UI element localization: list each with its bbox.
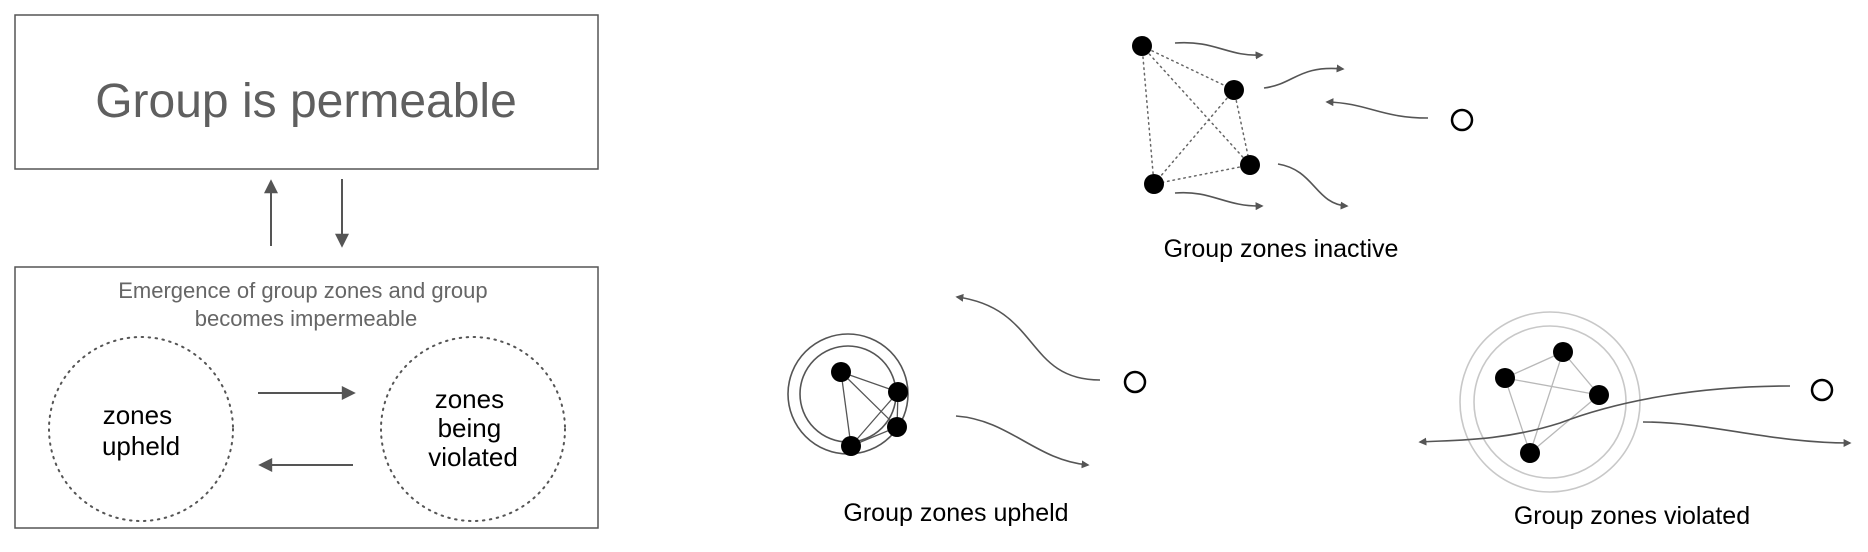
zones-upheld-label: zones upheld — [102, 400, 180, 461]
node — [887, 417, 907, 437]
caption-upheld: Group zones upheld — [843, 499, 1068, 527]
outsider-node — [1123, 370, 1147, 394]
trajectory-arrow — [1174, 41, 1264, 60]
outsider-node — [1810, 378, 1834, 402]
zones-violated-circle — [380, 336, 566, 522]
node — [1132, 36, 1152, 56]
trajectory-arrow — [1642, 421, 1852, 447]
bottom-box-subtitle: Emergence of group zones and group becom… — [118, 278, 493, 331]
scene-upheld: Group zones upheld — [787, 293, 1147, 527]
top-box: Group is permeable — [14, 14, 599, 170]
node — [1553, 342, 1573, 362]
outsider-node — [1450, 108, 1474, 132]
node — [1144, 174, 1164, 194]
zones-violated-label: zones being violated — [428, 384, 518, 472]
caption-violated: Group zones violated — [1514, 502, 1750, 530]
node — [1589, 385, 1609, 405]
trajectory-arrow — [1325, 98, 1429, 119]
trajectory-arrow — [1263, 64, 1345, 89]
outer-zone-ring — [1459, 311, 1641, 493]
trajectory-arrow — [1277, 163, 1349, 210]
scene-violated: Group zones violated — [1418, 311, 1852, 530]
bottom-box: Emergence of group zones and group becom… — [14, 266, 599, 529]
zones-upheld-circle — [48, 336, 234, 522]
node — [1224, 80, 1244, 100]
top-box-title: Group is permeable — [95, 75, 517, 128]
node — [1495, 368, 1515, 388]
deflected-trajectory-arrow — [955, 293, 1101, 381]
node — [888, 382, 908, 402]
trajectory-arrow — [1174, 191, 1264, 211]
inner-zone-ring — [1473, 325, 1627, 479]
node — [1240, 155, 1260, 175]
caption-inactive: Group zones inactive — [1164, 235, 1399, 263]
node — [831, 362, 851, 382]
node — [1520, 443, 1540, 463]
trajectory-arrow — [955, 415, 1090, 469]
node — [841, 436, 861, 456]
scene-inactive: Group zones inactive — [1132, 36, 1474, 263]
intruding-trajectory-arrow — [1418, 385, 1791, 446]
